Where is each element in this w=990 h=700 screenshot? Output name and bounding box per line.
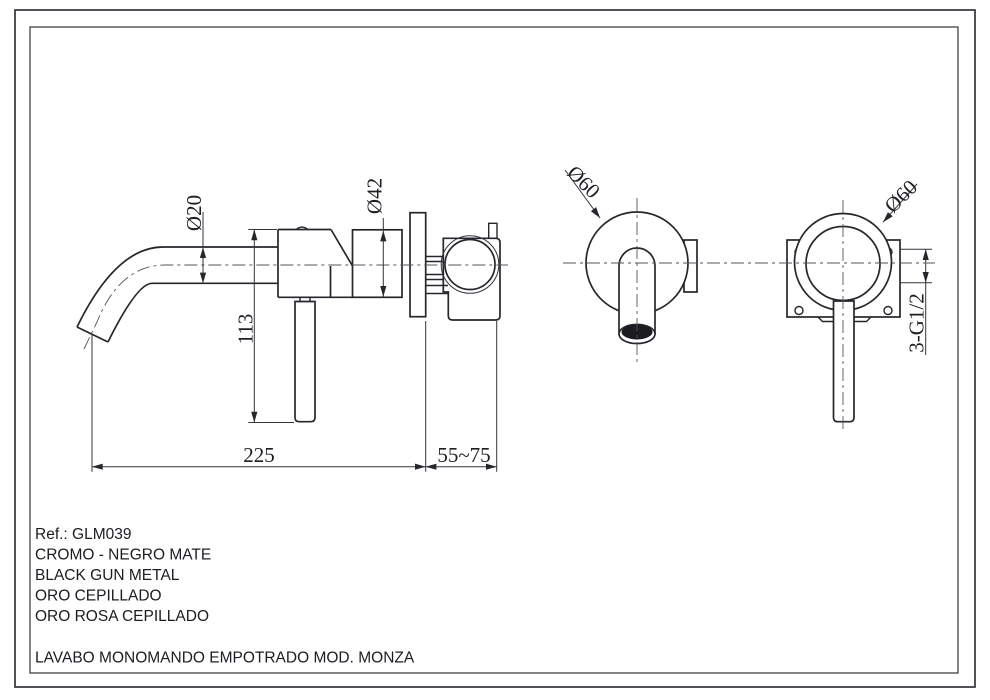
dim-ext-thread — [900, 248, 932, 284]
dim-body-diameter-label: Ø42 — [363, 178, 387, 214]
arrowhead — [251, 411, 258, 423]
dim-spout-flange-label: Ø60 — [562, 161, 605, 204]
spout-tube-front — [618, 247, 656, 335]
arrowhead — [199, 247, 207, 258]
side-view-dimensions: Ø20 Ø42 113 225 55~75 — [91, 178, 498, 472]
dim-thread-connections-label: 3-G1/2 — [905, 293, 929, 353]
arrowhead — [199, 272, 207, 284]
valve-port-flange — [440, 235, 500, 294]
valve-connection-stubs — [425, 255, 448, 295]
arrowhead — [922, 272, 929, 283]
reference-code: Ref.: GLM039 — [35, 526, 132, 543]
handle-lever-front — [832, 300, 855, 423]
inner-border-frame — [29, 26, 959, 674]
dim-handle-flange-label: Ø60 — [880, 175, 923, 218]
dim-handle-drop-label: 113 — [234, 314, 258, 345]
arrowhead — [380, 230, 387, 242]
arrowhead — [92, 463, 103, 470]
title-block: Ref.: GLM039 CROMO - NEGRO MATE BLACK GU… — [35, 526, 415, 667]
valve-body — [442, 237, 501, 321]
finish-option: ORO CEPILLADO — [35, 588, 162, 605]
front-view-handle: Ø60 3-G1/2 — [786, 175, 932, 432]
screw-hole — [794, 305, 804, 316]
dim-wall-depth-label: 55~75 — [437, 443, 490, 467]
finish-option: BLACK GUN METAL — [35, 567, 180, 584]
dim-ext-reach-depth — [91, 321, 498, 472]
front-view-spout: Ø60 — [562, 161, 698, 362]
dim-ext-handle-drop — [248, 229, 294, 423]
valve-top-tab — [488, 222, 498, 239]
screw-hole — [883, 305, 893, 316]
dim-spout-diameter-label: Ø20 — [182, 195, 206, 231]
arrowhead — [380, 286, 387, 297]
arrowhead — [425, 463, 437, 470]
finish-option: ORO ROSA CEPILLADO — [35, 608, 209, 625]
side-view-centerline — [83, 264, 508, 350]
arrowhead — [883, 212, 893, 223]
valve-port — [444, 238, 496, 291]
finish-option: CROMO - NEGRO MATE — [35, 547, 211, 564]
arrowhead — [251, 229, 258, 241]
spout-inner-curve — [107, 282, 278, 343]
arrowhead — [486, 463, 497, 470]
body-top-screw-bump — [295, 226, 309, 231]
arrowhead — [415, 463, 426, 470]
collar-cylinder — [351, 228, 403, 299]
side-view-faucet — [76, 211, 508, 423]
arrowhead — [922, 249, 929, 260]
product-title: LAVABO MONOMANDO EMPOTRADO MOD. MONZA — [35, 650, 415, 667]
spout-outer-curve — [76, 246, 278, 328]
handle-lever-side — [294, 300, 316, 423]
spout-outlet-opening — [621, 324, 653, 340]
outer-border-frame — [14, 9, 976, 688]
dim-spout-reach-label: 225 — [243, 443, 275, 467]
spout-tip-cut — [76, 326, 109, 343]
mixer-body-outline — [277, 228, 354, 299]
arrowhead — [590, 207, 600, 218]
